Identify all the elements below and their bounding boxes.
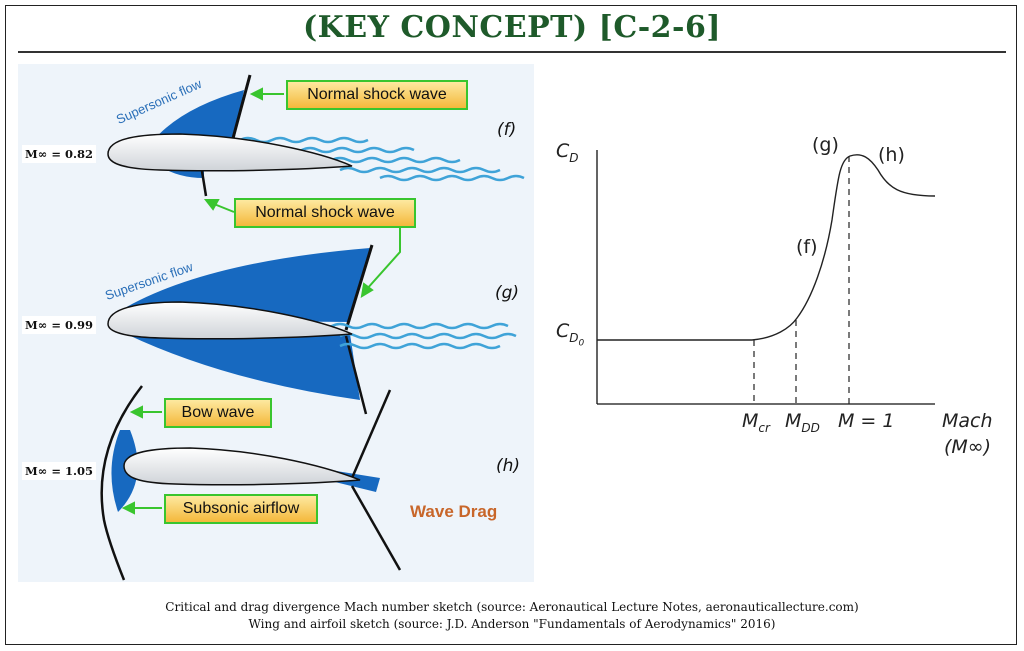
callout-subsonic-airflow: Subsonic airflow (164, 494, 318, 524)
caption-line-1: Critical and drag divergence Mach number… (165, 600, 859, 614)
title-divider (18, 51, 1006, 53)
graph-point-g: (g) (812, 134, 839, 156)
drag-curve (597, 154, 936, 341)
callout-bow-wave: Bow wave (164, 398, 272, 428)
shock-line-g-lower (344, 335, 368, 415)
shock-line-g (344, 244, 374, 331)
x-axis-label-line2: (M∞) (944, 436, 992, 458)
lower-region-g (118, 330, 360, 400)
tick-mcr: Mcr (742, 410, 770, 435)
case-label-g: (g) (495, 283, 520, 303)
mach-label-f: M∞ = 0.82 (22, 145, 96, 163)
graph-point-f: (f) (796, 236, 818, 258)
shock-line-h-lower (350, 485, 402, 571)
case-label-f: (f) (497, 120, 517, 140)
bow-wave-curve (100, 385, 143, 581)
drag-graph (596, 150, 936, 405)
shock-line-h-upper (350, 389, 392, 479)
airfoil-f (107, 133, 353, 172)
x-axis-label-line1: Mach (942, 410, 993, 432)
graph-point-h: (h) (878, 144, 905, 166)
wake-g (299, 322, 517, 350)
mach-label-g: M∞ = 0.99 (22, 316, 96, 334)
tick-mdd: MDD (785, 410, 820, 435)
callout-arrows (121, 87, 401, 515)
callout-normal-shock-mid: Normal shock wave (234, 198, 416, 228)
wave-drag-label: Wave Drag (410, 502, 498, 521)
airfoil-g (107, 301, 353, 340)
page-title: (KEY CONCEPT) [C-2-6] (302, 10, 722, 45)
mach-label-h: M∞ = 1.05 (22, 462, 96, 480)
supersonic-region-f (152, 90, 244, 142)
outer-frame (5, 5, 1017, 645)
graph-cd0-label: CD0 (556, 320, 585, 349)
shock-line-f-top (230, 74, 252, 143)
airfoil-h (123, 447, 361, 486)
caption-line-2: Wing and airfoil sketch (source: J.D. An… (248, 617, 776, 631)
graph-y-axis-label: CD (556, 140, 579, 165)
tick-m1: M = 1 (838, 410, 895, 432)
callout-normal-shock-top: Normal shock wave (286, 80, 468, 110)
case-label-h: (h) (496, 456, 521, 476)
